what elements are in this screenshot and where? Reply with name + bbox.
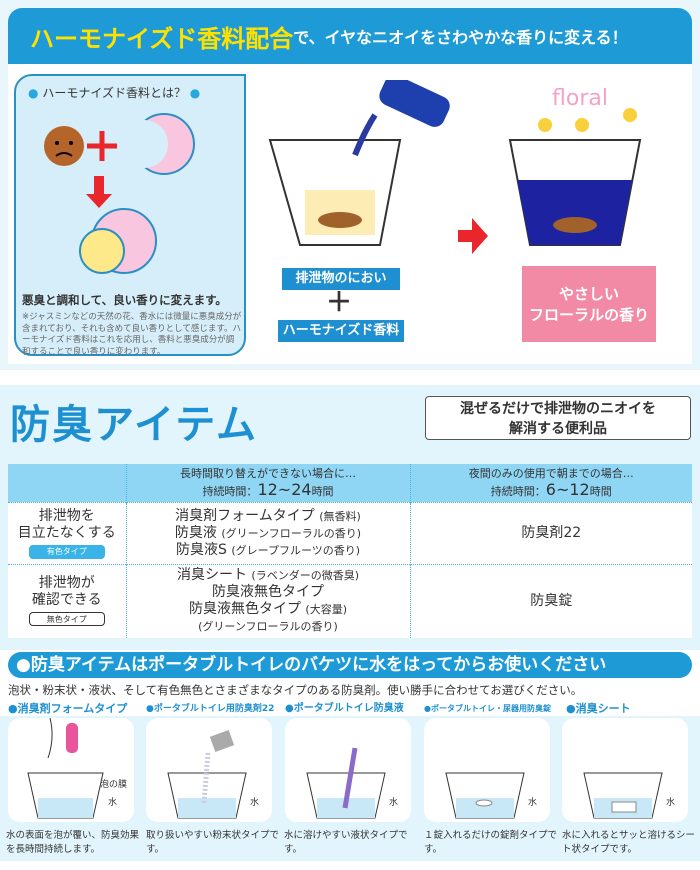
table-row: 排泄物が確認できる無色タイプ 消臭シート (ラベンダーの微香臭) 防臭液無色タイ… (8, 563, 692, 638)
night-item: 防臭剤22 (409, 501, 692, 564)
product-caption: 水の表面を泡が覆い、防臭効果を長時間持続します。 (6, 830, 140, 855)
note: ※ジャスミンなどの天然の花、香水には微量に悪臭成分が含まれており、それも含めて良… (22, 312, 242, 357)
product-label: ●ポータブルトイレ・尿器用防臭錠 (424, 704, 551, 713)
table-row: 排泄物を目立たなくする有色タイプ 消臭剤フォームタイプ (無香料) 防臭液 (グ… (8, 501, 692, 564)
water-label: 水 (666, 798, 676, 808)
product-label: ●ポータブルトイレ用防臭剤22 (146, 704, 275, 714)
odor-process-illustration-icon: floral (268, 80, 642, 254)
section-title: 防臭アイテム (10, 402, 258, 448)
usage-notice-bar: ●防臭アイテムはポータブルトイレのバケツに水をはってからお使いください (8, 652, 692, 678)
product-card-liquid: 水 (285, 718, 411, 822)
liquid-bucket-icon (306, 747, 386, 819)
colored-type-tag: 有色タイプ (28, 544, 105, 559)
water-label: 水 (528, 798, 538, 808)
sheet-bucket-icon (583, 772, 663, 819)
night-item: 防臭錠 (409, 563, 692, 638)
product-card-sheet: 水 (562, 718, 688, 822)
callout-line-2: 解消する便利品 (509, 421, 607, 437)
col-night: 夜間のみの使用で朝までの場合…持続時間：6~12時間 (409, 464, 692, 502)
usage-description: 泡状・粉末状・液状、そして有色無色とさまざまなタイプのある防臭剤。使い勝手に合わ… (8, 683, 583, 697)
product-label: ●ポータブルトイレ防臭液 (285, 703, 404, 714)
tablet-bucket-icon (445, 772, 525, 819)
result-box: やさしい フローラルの香り (522, 266, 656, 342)
label-harmonized-fragrance: ハーモナイズド香料 (278, 320, 404, 342)
label-excrement-odor: 排泄物のにおい (282, 268, 400, 290)
item-note: (グリーンフローラルの香り) (198, 620, 338, 634)
product-label: ●消臭シート (566, 702, 631, 715)
product-caption: １錠入れるだけの錠剤タイプです。 (424, 830, 558, 855)
product-caption: 取り扱いやすい粉末状タイプです。 (146, 830, 280, 855)
product-card-tablet: 水 (424, 718, 550, 822)
callout-line-1: 混ぜるだけで排泄物のニオイを (460, 401, 656, 417)
harmony-illustration-icon (44, 113, 195, 274)
powder-bucket-icon (167, 730, 247, 819)
product-label: ●消臭剤フォームタイプ (8, 702, 128, 715)
result-line-1: やさしい (558, 285, 619, 303)
banner-highlight: ハーモナイズド香料配合 (30, 24, 294, 53)
water-label: 水 (108, 798, 118, 808)
product-caption: 水に溶けやすい液状タイプです。 (284, 830, 408, 855)
colorless-type-tag: 無色タイプ (28, 612, 105, 627)
floral-text: floral (552, 86, 608, 111)
plus-sign: ＋ (326, 288, 353, 318)
water-label: 水 (250, 798, 260, 808)
headline: 悪臭と調和して、良い香りに変えます。 (22, 293, 227, 307)
foam-label: 泡の膜 (100, 780, 128, 790)
product-card-foam: 泡の膜 水 (8, 717, 134, 822)
question: ハーモナイズド香料とは？ (42, 86, 186, 100)
banner: ハーモナイズド香料配合 で、イヤなニオイをさわやかな香りに変える！ (8, 8, 692, 64)
product-card-powder: 水 (146, 718, 272, 822)
foam-bucket-icon (27, 717, 104, 819)
water-label: 水 (389, 798, 399, 808)
product-caption: 水に入れるとサッと溶けるシート状タイプです。 (562, 830, 696, 855)
col-long-duration: 長時間取り替えができない場合に…持続時間：12~24時間 (125, 464, 410, 502)
explanation-box: ● ハーモナイズド香料とは？ ● 悪臭と調和して、良い香りに変えます。 ※ジャス… (14, 74, 246, 357)
result-line-2: フローラルの香り (528, 306, 649, 324)
banner-text: で、イヤなニオイをさわやかな香りに変える！ (293, 28, 628, 47)
items-table: 長時間取り替えができない場合に…持続時間：12~24時間 夜間のみの使用で朝まで… (8, 464, 692, 638)
callout-box: 混ぜるだけで排泄物のニオイを 解消する便利品 (425, 396, 691, 440)
